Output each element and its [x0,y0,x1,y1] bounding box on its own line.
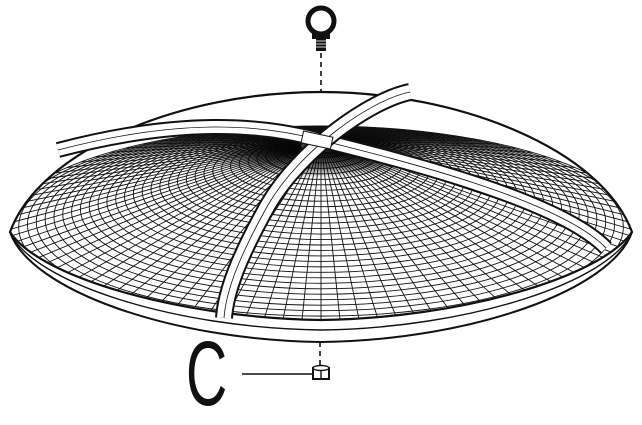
mesh-spoke [327,151,425,320]
mesh-spoke [278,151,319,320]
mesh-spoke [325,151,405,320]
mesh-spoke [333,150,533,313]
mesh-spoke [94,149,308,308]
mesh-spoke [334,149,548,308]
rim-band-outer [9,231,633,344]
mesh-spoke [324,151,384,320]
mesh-spoke [321,151,343,320]
mesh-spoke [331,150,500,320]
mesh-spoke [237,151,317,320]
nut-icon [312,364,330,380]
mesh-spoke [109,150,309,313]
mesh-spoke [258,151,318,320]
cross-straps [55,83,612,319]
strap-crossing [300,130,334,150]
rim-band-inner [9,231,633,331]
callout-label-c: C [186,323,228,425]
mesh-spoke [335,149,562,303]
mesh-spoke [332,150,517,317]
eye-bolt-icon [305,5,337,51]
mesh-spoke [330,150,482,320]
mesh-spoke [328,151,444,320]
mesh-spoke [323,151,364,320]
mesh-spoke [329,151,463,320]
mesh-spoke [299,151,321,320]
